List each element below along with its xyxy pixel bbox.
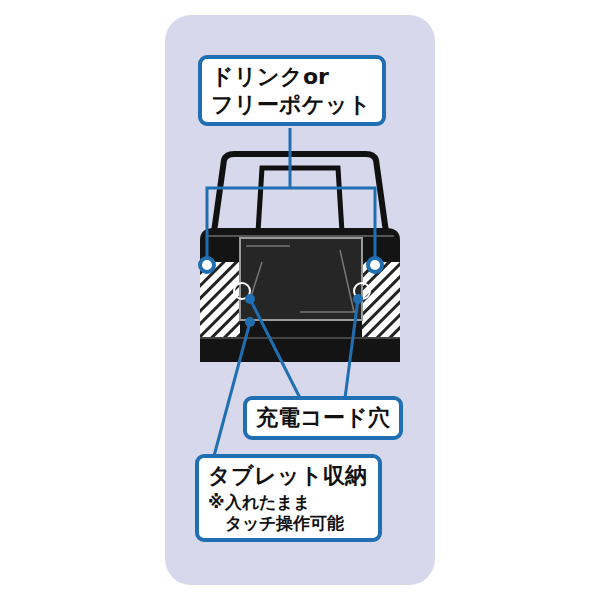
tablet-label: タブレット収納 xyxy=(208,462,369,490)
cord-hole-label: 充電コード穴 xyxy=(256,404,390,432)
callout-box: ドリンクor フリーポケット xyxy=(198,55,386,126)
callout-dot xyxy=(368,258,382,272)
callout-dot xyxy=(353,294,363,304)
leader-line xyxy=(250,299,358,398)
tablet-window xyxy=(240,238,362,320)
bag-body xyxy=(200,228,400,362)
callout-box: タブレット収納※入れたまま タッチ操作可能 xyxy=(195,454,382,542)
background-panel xyxy=(165,15,435,585)
callout-dot xyxy=(245,317,255,327)
callout-dot xyxy=(245,294,255,304)
callout-dot xyxy=(200,258,214,272)
side-pocket-right xyxy=(362,262,400,338)
zipper xyxy=(206,235,394,237)
outer-handle xyxy=(214,154,386,232)
inner-handle xyxy=(258,168,342,232)
tablet-note: ※入れたまま タッチ操作可能 xyxy=(208,492,369,535)
bottom-seam xyxy=(200,337,400,339)
window-glare xyxy=(246,246,356,312)
callout-box: 充電コード穴 xyxy=(243,396,403,440)
leader-line xyxy=(207,128,375,258)
pocket-label: ドリンクor フリーポケット xyxy=(211,63,373,118)
